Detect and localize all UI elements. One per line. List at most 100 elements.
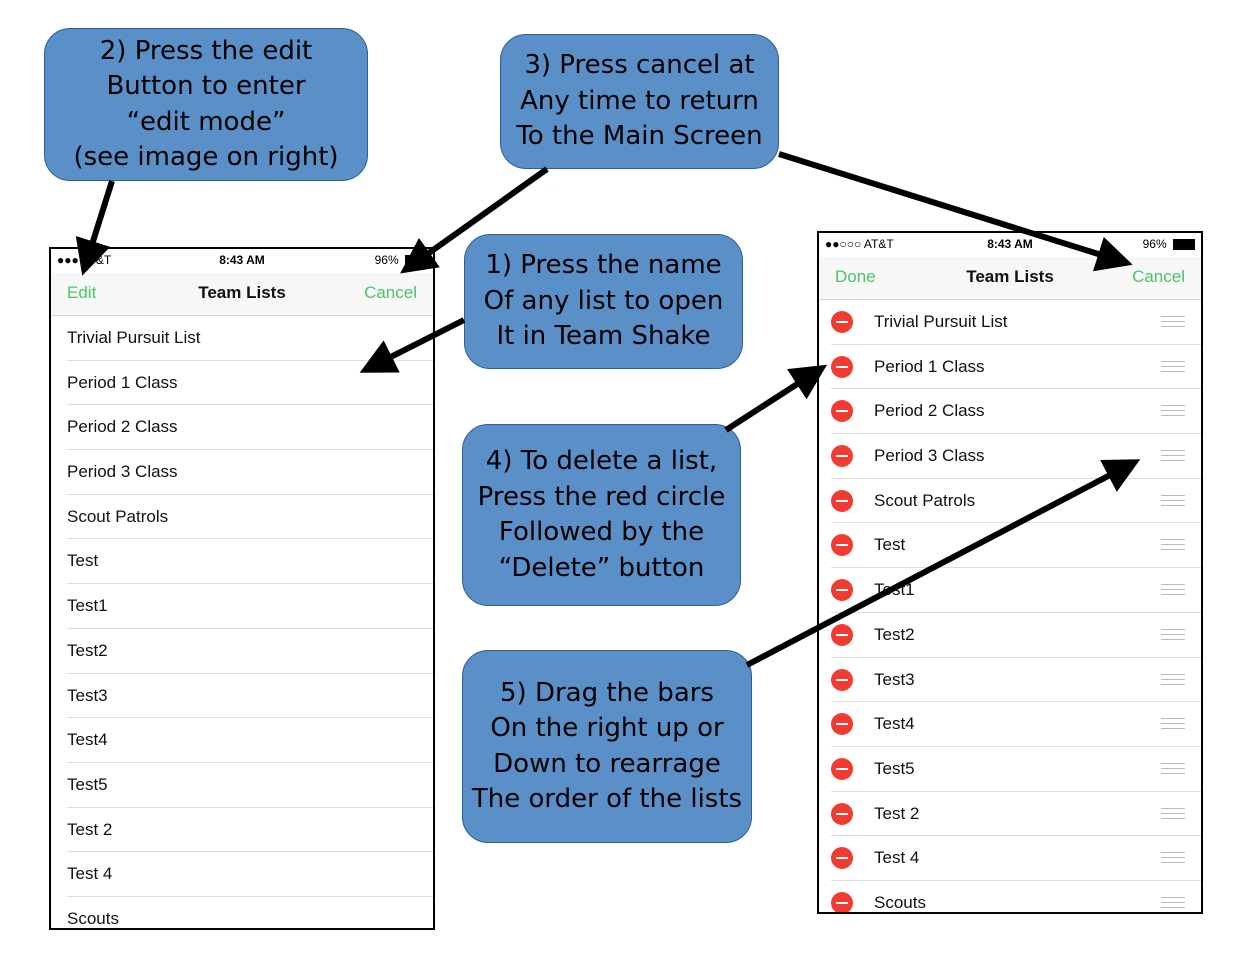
callout-text-line: Button to enter bbox=[106, 71, 306, 101]
list-item[interactable]: Period 2 Class bbox=[51, 405, 433, 450]
callout-text-line: Down to rearrage bbox=[493, 748, 721, 779]
delete-circle-icon[interactable] bbox=[831, 445, 853, 468]
list-item[interactable]: Scouts bbox=[51, 897, 433, 928]
list-item[interactable]: Test bbox=[819, 523, 1201, 568]
delete-circle-icon[interactable] bbox=[831, 355, 853, 378]
delete-circle-icon[interactable] bbox=[831, 847, 853, 870]
list-item-label: Period 1 Class bbox=[67, 372, 178, 392]
done-button[interactable]: Done bbox=[835, 267, 876, 286]
delete-circle-icon[interactable] bbox=[831, 579, 853, 602]
list-item-label: Test 4 bbox=[874, 848, 920, 868]
reorder-grip-icon[interactable] bbox=[1161, 762, 1185, 774]
list-item[interactable]: Period 3 Class bbox=[51, 450, 433, 495]
delete-circle-icon[interactable] bbox=[831, 311, 853, 333]
reorder-grip-icon[interactable] bbox=[1161, 405, 1185, 417]
cancel-button[interactable]: Cancel bbox=[1132, 267, 1185, 286]
list-item-label: Test3 bbox=[874, 669, 915, 689]
list-item[interactable]: Test1 bbox=[51, 584, 433, 629]
list-item[interactable]: Scout Patrols bbox=[819, 479, 1201, 524]
reorder-grip-icon[interactable] bbox=[1161, 807, 1185, 819]
list-item[interactable]: Test 4 bbox=[51, 852, 433, 897]
list-item[interactable]: Test3 bbox=[51, 674, 433, 719]
delete-circle-icon[interactable] bbox=[831, 534, 853, 557]
reorder-grip-icon[interactable] bbox=[1161, 673, 1185, 685]
reorder-grip-icon[interactable] bbox=[1161, 450, 1185, 462]
list-item-label: Test bbox=[874, 535, 906, 555]
delete-circle-icon[interactable] bbox=[831, 400, 853, 423]
list-item[interactable]: Period 1 Class bbox=[819, 345, 1201, 390]
callout-text-line: 4) To delete a list, bbox=[485, 446, 718, 476]
list-item[interactable]: Scout Patrols bbox=[51, 495, 433, 540]
list-item-label: Period 1 Class bbox=[874, 356, 985, 376]
battery-indicator: 96% bbox=[375, 253, 427, 267]
list-item[interactable]: Trivial Pursuit List bbox=[819, 300, 1201, 345]
delete-circle-icon[interactable] bbox=[831, 489, 853, 512]
list-item-label: Trivial Pursuit List bbox=[874, 312, 1008, 331]
list-item-label: Test5 bbox=[67, 774, 108, 794]
list-item[interactable]: Period 3 Class bbox=[819, 434, 1201, 479]
callout-text-line: Any time to return bbox=[520, 85, 759, 116]
main-screen-phone: ●●● AT&T 8:43 AM 96% Edit Team Lists Can… bbox=[49, 247, 435, 930]
battery-icon bbox=[405, 255, 427, 267]
list-item-label: Test bbox=[67, 551, 99, 571]
list-item-label: Scout Patrols bbox=[874, 490, 976, 510]
list-item[interactable]: Test4 bbox=[51, 718, 433, 763]
callout-text-line: 2) Press the edit bbox=[99, 35, 313, 66]
list-item-label: Scouts bbox=[67, 908, 119, 928]
edit-button[interactable]: Edit bbox=[67, 283, 97, 302]
list-item[interactable]: Test 2 bbox=[51, 808, 433, 853]
reorder-grip-icon[interactable] bbox=[1161, 852, 1185, 864]
list-item[interactable]: Test 4 bbox=[819, 836, 1201, 881]
list-item[interactable]: Test bbox=[51, 539, 433, 584]
callout-text-line: The order of the lists bbox=[471, 784, 743, 814]
list-item-label: Scout Patrols bbox=[67, 506, 169, 526]
reorder-grip-icon[interactable] bbox=[1161, 584, 1185, 596]
cancel-button[interactable]: Cancel bbox=[364, 283, 417, 302]
list-item[interactable]: Test3 bbox=[819, 658, 1201, 703]
delete-circle-icon[interactable] bbox=[831, 891, 853, 912]
list-item-label: Scouts bbox=[874, 892, 926, 912]
list-item-label: Trivial Pursuit List bbox=[67, 328, 201, 347]
list-item[interactable]: Period 1 Class bbox=[51, 361, 433, 406]
list-item[interactable]: Test1 bbox=[819, 568, 1201, 613]
list-item[interactable]: Test2 bbox=[819, 613, 1201, 658]
navigation-bar: Done Team Lists Cancel bbox=[819, 257, 1201, 300]
battery-indicator: 96% bbox=[1143, 237, 1195, 251]
delete-circle-icon[interactable] bbox=[831, 713, 853, 736]
delete-circle-icon[interactable] bbox=[831, 757, 853, 780]
navigation-bar: Edit Team Lists Cancel bbox=[51, 273, 433, 316]
list-item[interactable]: Test 2 bbox=[819, 792, 1201, 837]
delete-circle-icon[interactable] bbox=[831, 802, 853, 825]
battery-icon bbox=[1173, 239, 1195, 251]
list-item-label: Period 3 Class bbox=[874, 446, 985, 466]
callout-text-line: Of any list to open bbox=[483, 285, 724, 316]
list-item[interactable]: Period 2 Class bbox=[819, 389, 1201, 434]
callout-text-line: On the right up or bbox=[490, 713, 724, 743]
callout-text-line: (see image on right) bbox=[73, 142, 339, 172]
status-bar: ●●○○○ AT&T 8:43 AM 96% bbox=[819, 233, 1201, 257]
list-item[interactable]: Trivial Pursuit List bbox=[51, 316, 433, 361]
reorder-grip-icon[interactable] bbox=[1161, 896, 1185, 908]
reorder-grip-icon[interactable] bbox=[1161, 718, 1185, 730]
list-item[interactable]: Test5 bbox=[819, 747, 1201, 792]
reorder-grip-icon[interactable] bbox=[1161, 316, 1185, 327]
reorder-grip-icon[interactable] bbox=[1161, 628, 1185, 640]
list-item[interactable]: Test5 bbox=[51, 763, 433, 808]
callout-text-line: Followed by the bbox=[498, 517, 705, 547]
list-item-label: Test 4 bbox=[67, 864, 113, 884]
list-item[interactable]: Scouts bbox=[819, 881, 1201, 912]
list-item[interactable]: Test4 bbox=[819, 702, 1201, 747]
list-item[interactable]: Test2 bbox=[51, 629, 433, 674]
page-title: Team Lists bbox=[966, 267, 1054, 286]
delete-circle-icon[interactable] bbox=[831, 623, 853, 646]
list-item-label: Test2 bbox=[874, 624, 915, 644]
reorder-grip-icon[interactable] bbox=[1161, 494, 1185, 506]
callout-text-line: Press the red circle bbox=[477, 481, 726, 512]
reorder-grip-icon[interactable] bbox=[1161, 539, 1185, 551]
delete-circle-icon[interactable] bbox=[831, 668, 853, 691]
edit-mode-phone: ●●○○○ AT&T 8:43 AM 96% Done Team Lists C… bbox=[817, 231, 1203, 914]
reorder-grip-icon[interactable] bbox=[1161, 360, 1185, 372]
callout-text-line: 5) Drag the bars bbox=[500, 677, 714, 708]
